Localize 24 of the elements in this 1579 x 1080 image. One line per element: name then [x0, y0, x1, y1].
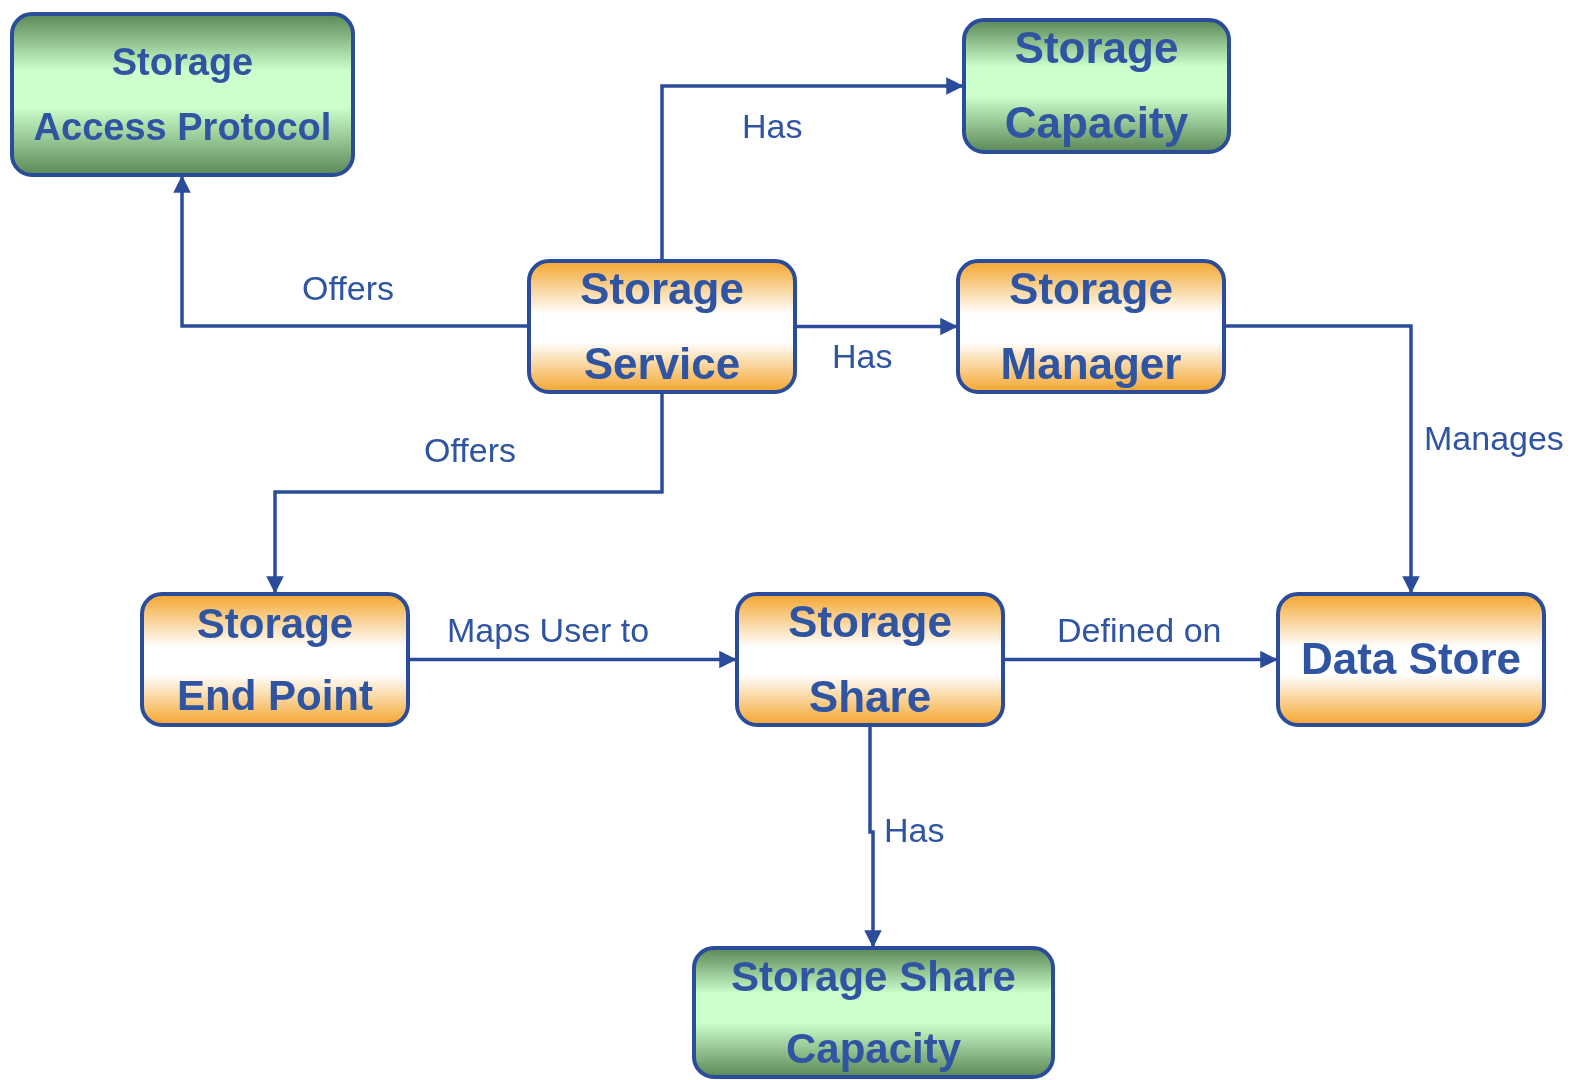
entity-name: Storage Service [579, 262, 745, 390]
entity-box [956, 259, 1226, 394]
entity-box [1276, 592, 1546, 727]
arrow [864, 727, 882, 948]
arrow [1005, 650, 1278, 669]
arrow [660, 77, 964, 259]
entity-box [140, 592, 410, 727]
entity-box [10, 12, 355, 177]
entity-box [692, 946, 1055, 1079]
entity-name: Storage End Point [177, 599, 373, 721]
entity-name: Storage Share [787, 595, 953, 723]
entity-name: Data Store [1300, 633, 1522, 686]
arrow [1226, 324, 1420, 594]
entity-name: Storage Capacity [1003, 22, 1190, 149]
arrow [173, 175, 527, 328]
entity-name: Storage Access Protocol [33, 39, 332, 150]
entity-name: Storage Share Capacity [730, 952, 1017, 1074]
entity-name: Storage Manager [999, 262, 1183, 390]
entity-box [735, 592, 1005, 727]
arrow [266, 394, 664, 594]
entity-box [962, 18, 1231, 154]
arrow [797, 317, 958, 336]
entity-box [527, 259, 797, 394]
arrow [410, 650, 737, 669]
